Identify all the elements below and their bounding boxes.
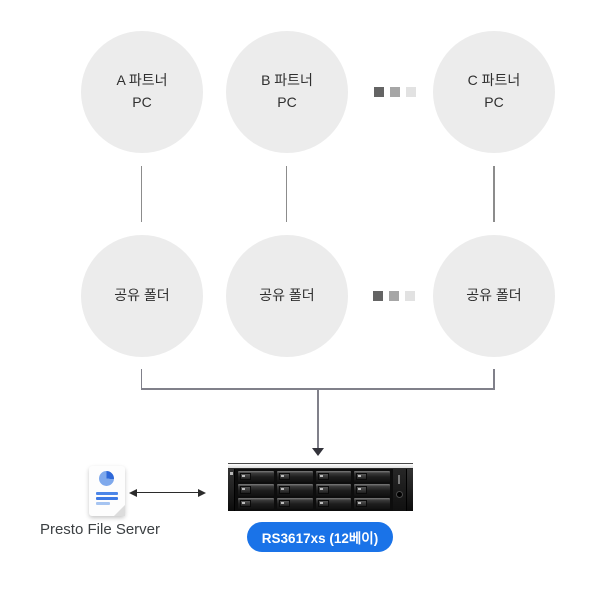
nas-led xyxy=(230,472,233,475)
nas-left-ear xyxy=(228,469,235,511)
arrow-right-head xyxy=(198,488,206,497)
bracket-right-stub xyxy=(493,369,495,389)
down-arrow-line xyxy=(317,389,319,449)
partner-b-label: B 파트너 PC xyxy=(261,72,313,110)
nas-drive-bays xyxy=(235,469,393,511)
power-button-icon xyxy=(396,491,403,498)
connector-line-b xyxy=(285,166,287,222)
partner-b-circle: B 파트너 PC xyxy=(226,31,348,153)
drive-bay xyxy=(315,471,352,483)
text-line-glyph xyxy=(96,492,118,495)
shared-folder-a-circle: 공유 폴더 xyxy=(81,235,203,357)
text-line-glyph xyxy=(96,497,118,500)
dot-icon xyxy=(405,291,415,301)
partner-c-circle: C 파트너 PC xyxy=(433,31,555,153)
partner-a-circle: A 파트너 PC xyxy=(81,31,203,153)
drive-bay xyxy=(238,484,274,496)
drive-bay xyxy=(315,484,352,496)
presto-file-server-label: Presto File Server xyxy=(39,521,161,538)
arrow-shaft xyxy=(135,491,200,494)
connector-line-c xyxy=(493,166,495,222)
shared-folder-c-label: 공유 폴더 xyxy=(466,287,522,304)
drive-bay xyxy=(354,484,390,496)
text-line-glyph xyxy=(96,502,110,505)
nas-server-image xyxy=(228,463,413,511)
nas-right-ear xyxy=(406,469,413,511)
shared-folder-a-label: 공유 폴더 xyxy=(114,287,170,304)
drive-bay xyxy=(238,497,274,509)
partner-a-label: A 파트너 PC xyxy=(116,72,168,110)
dot-icon xyxy=(374,87,384,97)
presto-file-server-icon xyxy=(89,466,125,516)
bracket-left-stub xyxy=(140,369,142,389)
drive-bay xyxy=(354,497,390,509)
dot-icon xyxy=(406,87,416,97)
dot-icon xyxy=(389,291,399,301)
nas-slot xyxy=(398,475,400,484)
drive-bay xyxy=(354,471,390,483)
pie-chart-glyph xyxy=(99,471,114,486)
page-fold-glyph xyxy=(114,505,125,516)
drive-bay xyxy=(238,471,274,483)
bidirectional-arrow-icon xyxy=(129,486,206,499)
drive-bay xyxy=(276,484,313,496)
partner-c-label: C 파트너 PC xyxy=(467,72,521,110)
down-arrow-icon xyxy=(311,448,324,456)
nas-chassis xyxy=(228,469,413,511)
shared-folder-b-label: 공유 폴더 xyxy=(259,287,315,304)
bracket-horizontal-line xyxy=(140,388,495,390)
arrow-left-head xyxy=(129,488,137,497)
drive-bay xyxy=(276,497,313,509)
nas-control-panel xyxy=(393,469,406,511)
dot-icon xyxy=(390,87,400,97)
drive-bay xyxy=(276,471,313,483)
shared-folder-b-circle: 공유 폴더 xyxy=(226,235,348,357)
dot-icon xyxy=(373,291,383,301)
nas-model-badge: RS3617xs (12베이) xyxy=(247,522,393,552)
ellipsis-dots-icon xyxy=(374,87,416,97)
connector-line-a xyxy=(140,166,142,222)
ellipsis-dots-icon xyxy=(373,291,415,301)
drive-bay xyxy=(315,497,352,509)
shared-folder-c-circle: 공유 폴더 xyxy=(433,235,555,357)
nas-top-cap xyxy=(228,463,413,469)
